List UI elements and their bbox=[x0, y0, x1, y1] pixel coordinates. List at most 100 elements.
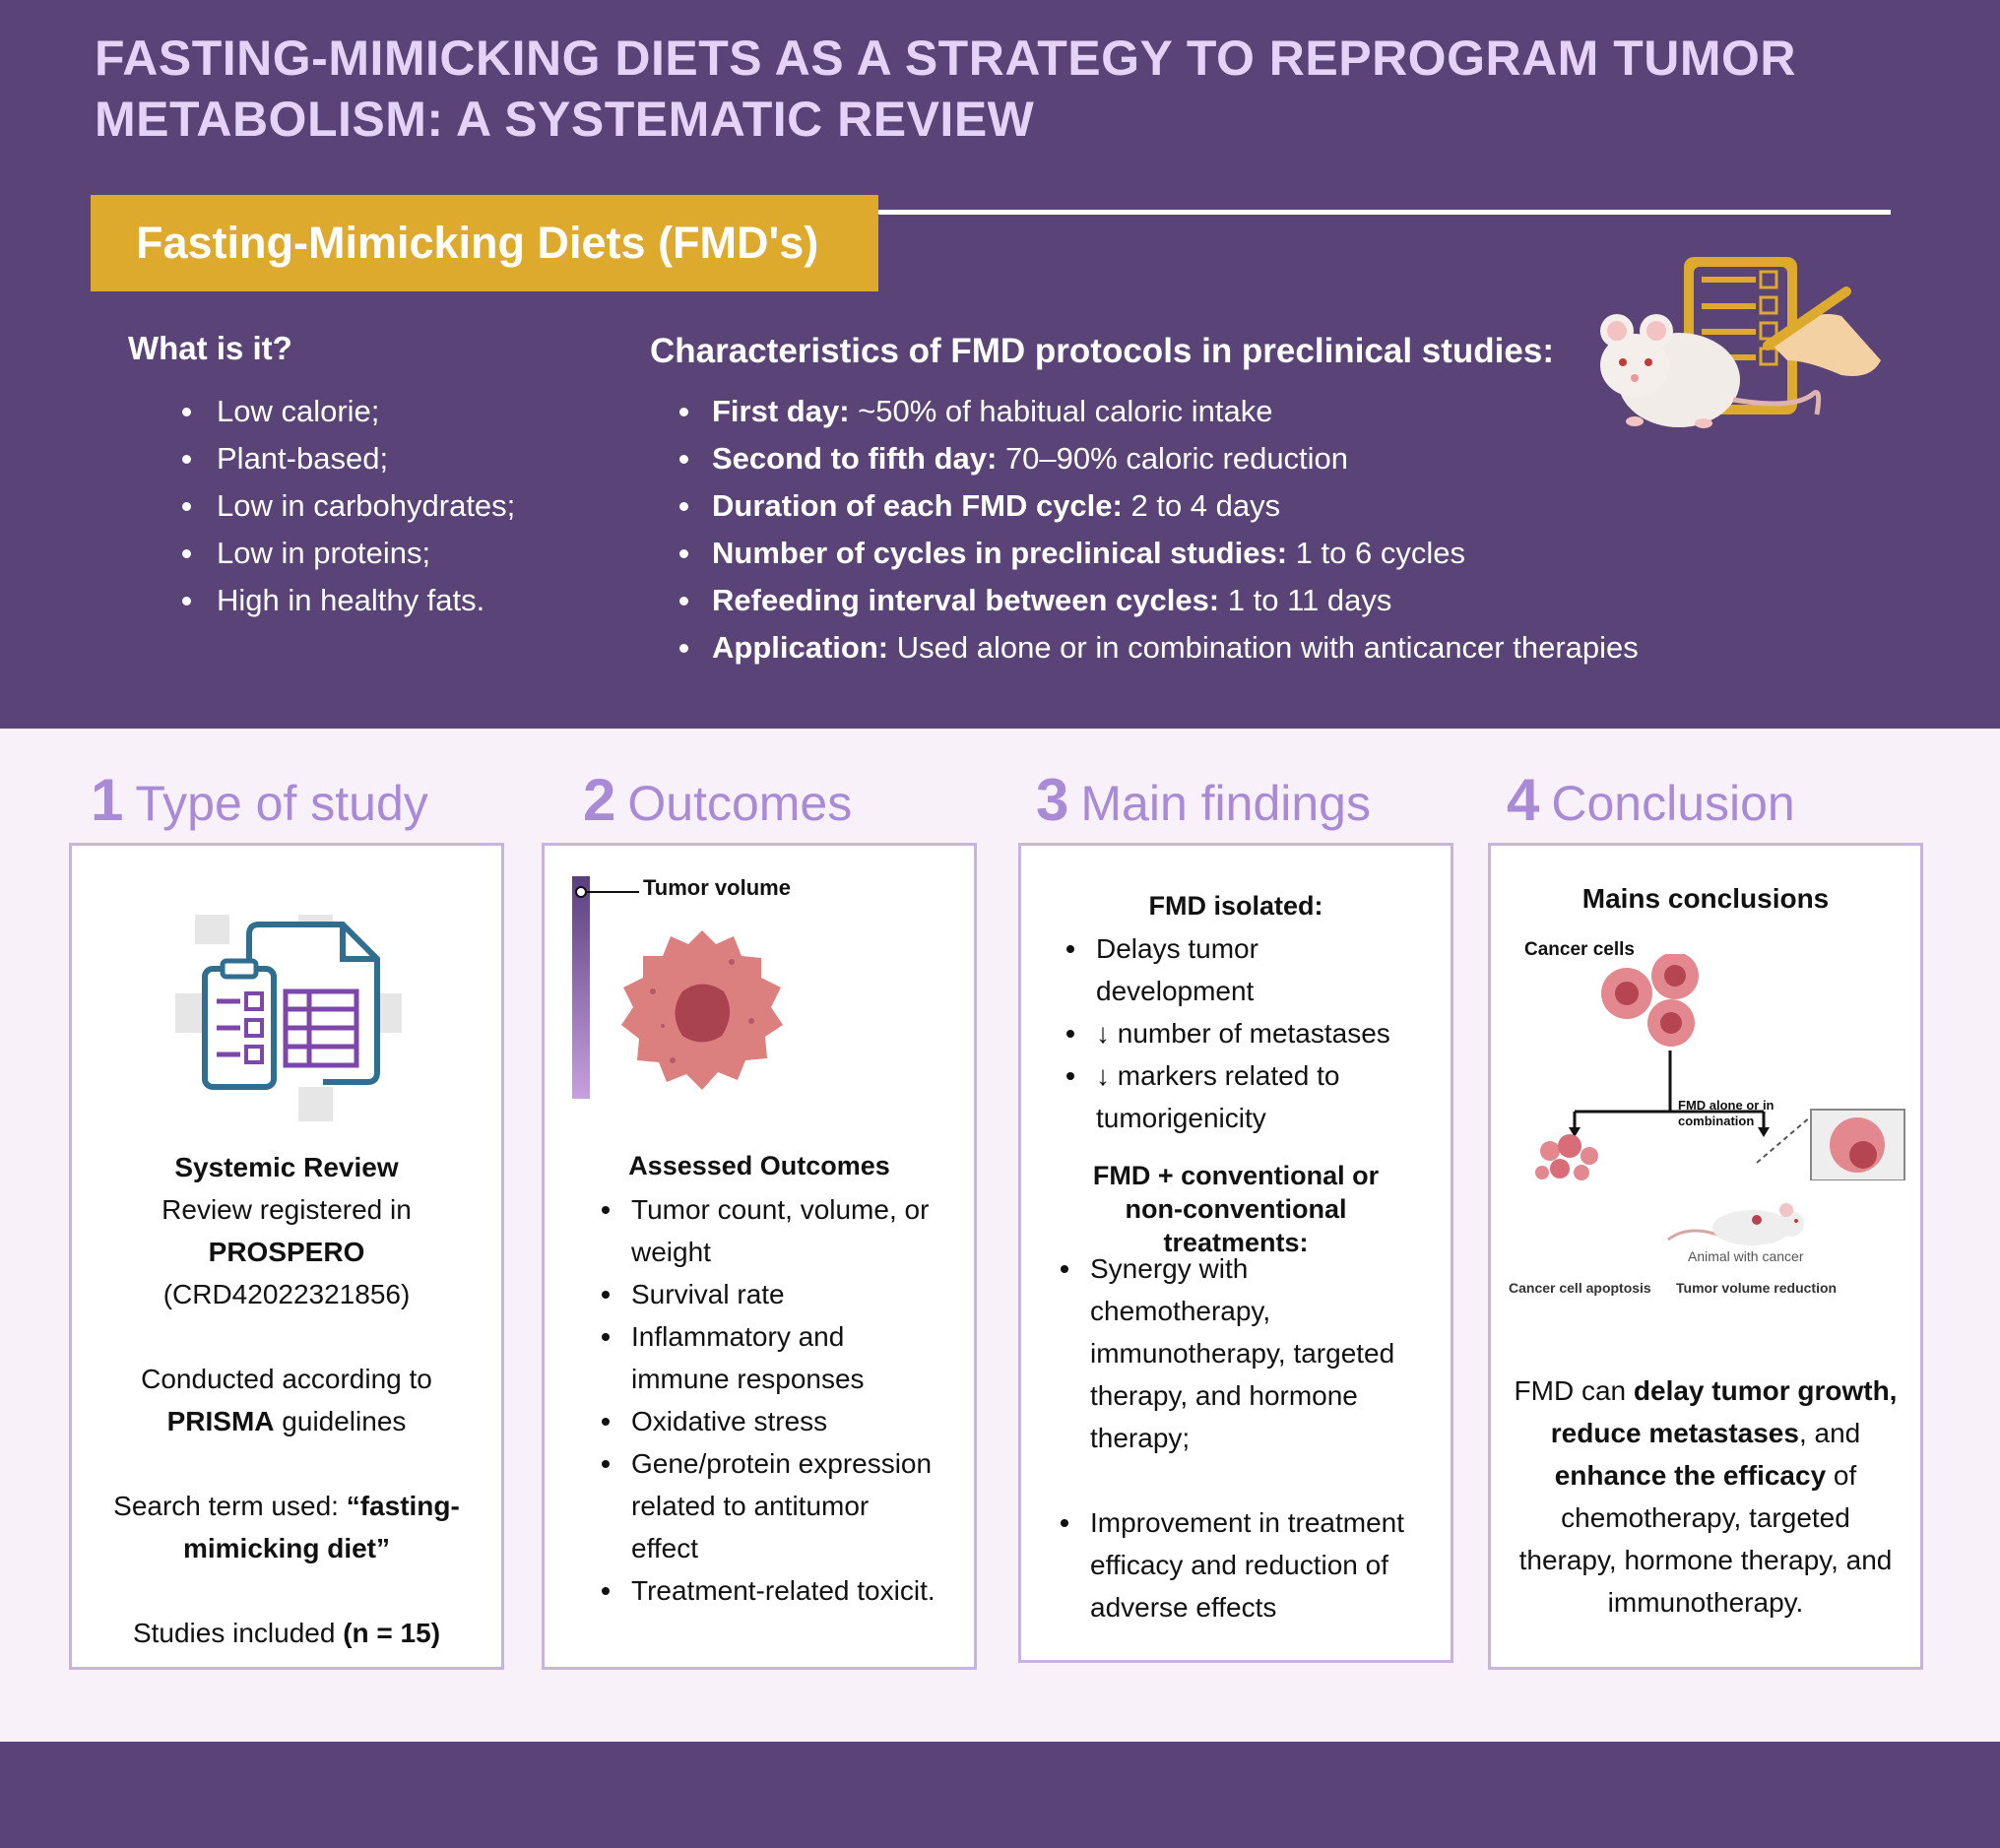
item-value: Used alone or in combination with antica… bbox=[888, 630, 1639, 665]
item-label: Number of cycles in preclinical studies: bbox=[712, 536, 1288, 570]
cancer-cells-icon bbox=[1601, 954, 1699, 1047]
card-type-of-study: Systemic Review Review registered in PRO… bbox=[69, 843, 504, 1670]
list-item: Tumor count, volume, or weight bbox=[596, 1188, 935, 1273]
item-label: Second to fifth day: bbox=[712, 441, 998, 476]
search-term-part-2: mimicking diet” bbox=[182, 1533, 391, 1563]
characteristics-list: First day: ~50% of habitual caloric inta… bbox=[670, 388, 1639, 671]
tumor-volume-label: Tumor volume bbox=[643, 875, 791, 900]
tumor-reduction-label: Tumor volume reduction bbox=[1676, 1280, 1838, 1296]
studies-count: (n = 15) bbox=[343, 1618, 441, 1648]
registry-id: (CRD42022321856) bbox=[162, 1279, 411, 1309]
list-item: Low in carbohydrates; bbox=[167, 482, 515, 530]
card-outcomes: Tumor volume Assessed Outcomes Tumor cou… bbox=[542, 843, 977, 1670]
mouse-checklist-illustration bbox=[1600, 257, 1881, 428]
document-checklist-icon bbox=[175, 915, 402, 1121]
card-conclusion: Mains conclusions Cancer cells FMD alone… bbox=[1488, 843, 1923, 1670]
registry-name: PROSPERO bbox=[208, 1237, 365, 1267]
item-value: 1 to 6 cycles bbox=[1287, 536, 1465, 570]
tumor-label-dot bbox=[575, 886, 587, 898]
item-label: Application: bbox=[712, 630, 889, 665]
list-item: Low calorie; bbox=[167, 388, 515, 435]
assessed-outcomes-list: Tumor count, volume, or weight Survival … bbox=[596, 1188, 935, 1612]
list-item: Second to fifth day: 70–90% caloric redu… bbox=[670, 435, 1639, 482]
conclusion-diagram bbox=[1535, 954, 1905, 1180]
fmd-combo-list: Synergy with chemotherapy, immunotherapy… bbox=[1055, 1247, 1409, 1628]
apoptosis-label: Cancer cell apoptosis bbox=[1509, 1280, 1651, 1296]
conducted-label: Conducted according to bbox=[141, 1364, 432, 1394]
list-item: Survival rate bbox=[596, 1273, 935, 1315]
conclusion-text-part: FMD can bbox=[1514, 1375, 1634, 1406]
header-panel: FASTING-MIMICKING DIETS AS A STRATEGY TO… bbox=[0, 0, 2000, 729]
section-number: 4 bbox=[1507, 767, 1540, 833]
fmd-banner: Fasting-Mimicking Diets (FMD's) bbox=[91, 195, 878, 291]
conclusion-highlight: delay tumor growth, bbox=[1633, 1375, 1898, 1406]
item-label: First day: bbox=[712, 394, 850, 428]
section-title: Type of study bbox=[135, 776, 428, 831]
tumor-volume-bar bbox=[572, 876, 590, 1099]
fmd-isolated-heading: FMD isolated: bbox=[1148, 891, 1323, 921]
page-title: FASTING-MIMICKING DIETS AS A STRATEGY TO… bbox=[95, 31, 1797, 147]
item-value: 1 to 11 days bbox=[1219, 583, 1392, 617]
list-item: Gene/protein expression related to antit… bbox=[596, 1442, 935, 1569]
search-prefix: Search term used: bbox=[113, 1491, 347, 1521]
list-item: Improvement in treatment efficacy and re… bbox=[1055, 1501, 1409, 1628]
card-main-findings: FMD isolated: Delays tumor development ↓… bbox=[1018, 843, 1453, 1663]
list-item: Number of cycles in preclinical studies:… bbox=[670, 530, 1639, 577]
list-item: First day: ~50% of habitual caloric inta… bbox=[670, 388, 1639, 435]
guideline-rest: guidelines bbox=[274, 1406, 407, 1436]
banner-divider bbox=[878, 210, 1891, 215]
fmd-isolated-list: Delays tumor development ↓ number of met… bbox=[1061, 927, 1415, 1139]
list-item: Treatment-related toxicit. bbox=[596, 1569, 935, 1612]
item-value: ~50% of habitual caloric intake bbox=[849, 394, 1273, 428]
animal-with-cancer-label: Animal with cancer bbox=[1688, 1248, 1804, 1264]
search-term-line: Search term used: “fasting- bbox=[72, 1485, 501, 1527]
studies-included-line: Studies included (n = 15) bbox=[72, 1612, 501, 1654]
item-value: 70–90% caloric reduction bbox=[997, 441, 1349, 476]
guideline-name: PRISMA bbox=[166, 1406, 275, 1436]
characteristics-heading: Characteristics of FMD protocols in prec… bbox=[650, 332, 1554, 370]
section-title: Conclusion bbox=[1551, 776, 1795, 831]
guideline-line: PRISMA guidelines bbox=[72, 1400, 501, 1442]
list-item: Oxidative stress bbox=[596, 1400, 935, 1442]
apoptosis-cells-icon bbox=[1535, 1134, 1598, 1180]
list-item: Synergy with chemotherapy, immunotherapy… bbox=[1055, 1247, 1409, 1459]
list-item: Application: Used alone or in combinatio… bbox=[670, 624, 1639, 671]
assessed-outcomes-heading: Assessed Outcomes bbox=[628, 1151, 890, 1180]
list-item: Plant-based; bbox=[167, 435, 515, 482]
list-item: Inflammatory and immune responses bbox=[596, 1315, 935, 1400]
list-item: ↓ markers related to tumorigenicity bbox=[1061, 1054, 1415, 1139]
what-is-it-list: Low calorie; Plant-based; Low in carbohy… bbox=[167, 388, 515, 624]
fmd-combo-heading: FMD + conventional or non-conventional t… bbox=[1092, 1161, 1380, 1257]
conclusion-highlight: reduce metastases bbox=[1550, 1418, 1799, 1448]
registered-label: Review registered in bbox=[161, 1194, 412, 1225]
mouse-icon bbox=[1667, 1203, 1804, 1245]
conclusion-text-part: of chemotherapy, targeted therapy, hormo… bbox=[1518, 1460, 1893, 1618]
study-type-title: Systemic Review bbox=[174, 1152, 399, 1182]
footer-band bbox=[0, 1742, 2000, 1848]
section-title: Outcomes bbox=[627, 776, 853, 831]
section-number: 1 bbox=[91, 767, 124, 833]
section-number: 2 bbox=[583, 767, 616, 833]
tumor-cell-icon bbox=[621, 930, 783, 1090]
conclusions-heading: Mains conclusions bbox=[1581, 883, 1830, 914]
tumor-label-leader bbox=[580, 891, 639, 893]
conclusion-highlight: enhance the efficacy bbox=[1554, 1460, 1827, 1491]
studies-prefix: Studies included bbox=[132, 1618, 344, 1648]
list-item: Refeeding interval between cycles: 1 to … bbox=[670, 577, 1639, 624]
what-is-it-heading: What is it? bbox=[128, 330, 292, 366]
list-item: ↓ number of metastases bbox=[1061, 1012, 1415, 1054]
list-item: Duration of each FMD cycle: 2 to 4 days bbox=[670, 482, 1639, 530]
conclusion-text-part: , and bbox=[1798, 1418, 1861, 1448]
list-item: Delays tumor development bbox=[1061, 927, 1415, 1012]
list-item: High in healthy fats. bbox=[167, 577, 515, 624]
item-value: 2 to 4 days bbox=[1122, 488, 1281, 523]
search-term-part-1: “fasting- bbox=[346, 1491, 460, 1521]
conclusion-text: FMD can delay tumor growth, reduce metas… bbox=[1511, 1370, 1901, 1624]
section-number: 3 bbox=[1036, 767, 1069, 833]
cancer-cells-label: Cancer cells bbox=[1524, 939, 1635, 960]
study-details: Systemic Review Review registered in PRO… bbox=[72, 1146, 501, 1654]
